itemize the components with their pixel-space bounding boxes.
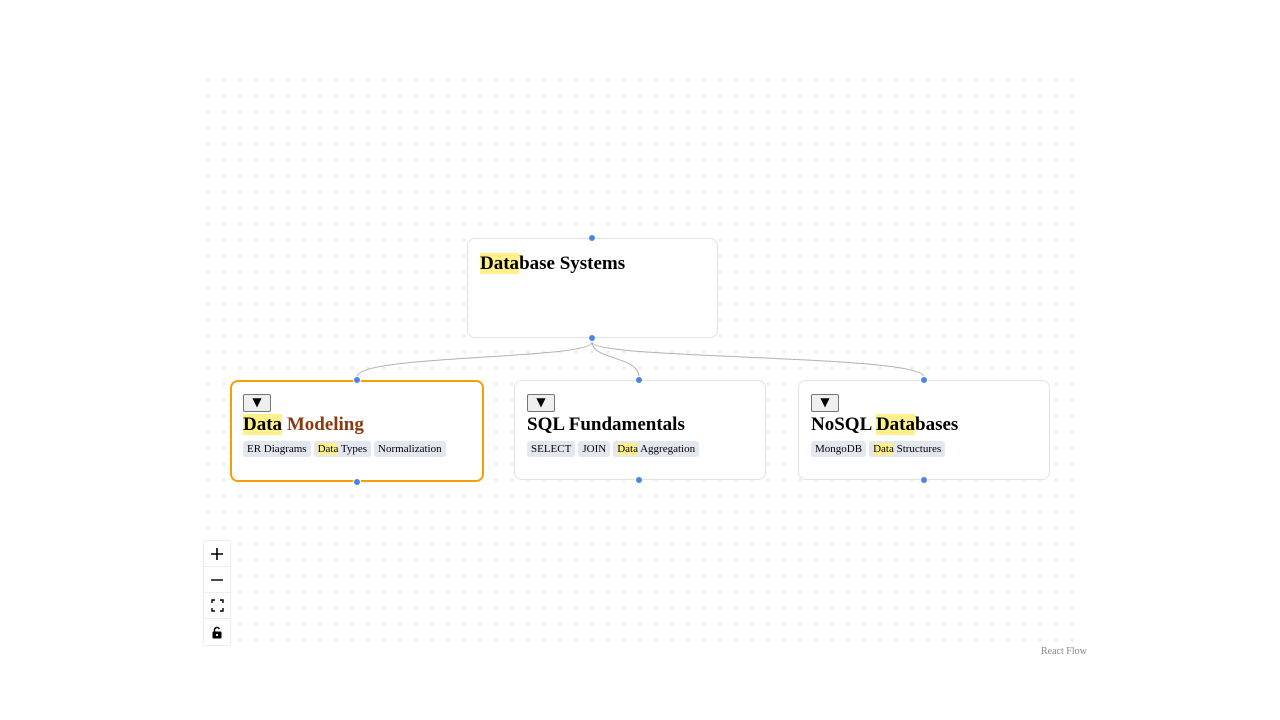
data-modeling-source-handle[interactable] [353, 478, 361, 486]
title-highlight: Data [243, 413, 283, 435]
collapse-toggle-button[interactable]: ▼ [811, 393, 839, 412]
node-title: Data Modeling [243, 413, 471, 437]
tag-data-structures: Data Structures [869, 440, 946, 457]
flow-canvas[interactable] [200, 72, 1080, 648]
title-text: SQL Fundamentals [527, 413, 685, 435]
lock-icon [212, 626, 222, 638]
tag-join: JOIN [578, 440, 611, 457]
title-rest: bases [915, 413, 959, 435]
node-title: SQL Fundamentals [527, 413, 753, 437]
flow-controls [204, 541, 230, 645]
title-prefix: NoSQL [811, 413, 872, 435]
title-highlight: Data [480, 253, 520, 274]
zoom-in-button[interactable] [204, 541, 230, 567]
node-title: Database Systems [480, 252, 705, 276]
collapse-toggle-button[interactable]: ▼ [243, 393, 271, 412]
nosql-source-handle[interactable] [920, 476, 928, 484]
tag-normalization: Normalization [374, 440, 446, 457]
tag-er-diagrams: ER Diagrams [243, 440, 311, 457]
node-database-systems[interactable]: Database Systems [467, 238, 718, 338]
collapse-toggle-button[interactable]: ▼ [527, 393, 555, 412]
tag-select: SELECT [527, 440, 576, 457]
react-flow-attribution[interactable]: React Flow [1041, 646, 1087, 657]
lock-button[interactable] [204, 619, 230, 645]
node-title: NoSQL Databases [811, 413, 1037, 437]
nosql-target-handle[interactable] [920, 376, 928, 384]
title-rest: base Systems [519, 253, 626, 274]
zoom-out-button[interactable] [204, 567, 230, 593]
plus-icon [211, 547, 223, 560]
fit-view-button[interactable] [204, 593, 230, 619]
title-highlight: Data [875, 413, 916, 435]
data-modeling-target-handle[interactable] [353, 376, 361, 384]
tag-data-aggregation: Data Aggregation [613, 440, 700, 457]
root-source-handle[interactable] [588, 334, 596, 342]
title-rest: Modeling [286, 413, 364, 435]
sql-target-handle[interactable] [635, 376, 643, 384]
tag-mongodb: MongoDB [811, 440, 867, 457]
tag-data-types: Data Types [313, 440, 372, 457]
sql-source-handle[interactable] [635, 476, 643, 484]
minus-icon [211, 578, 223, 581]
root-target-handle[interactable] [588, 234, 596, 242]
fit-view-icon [210, 599, 224, 612]
